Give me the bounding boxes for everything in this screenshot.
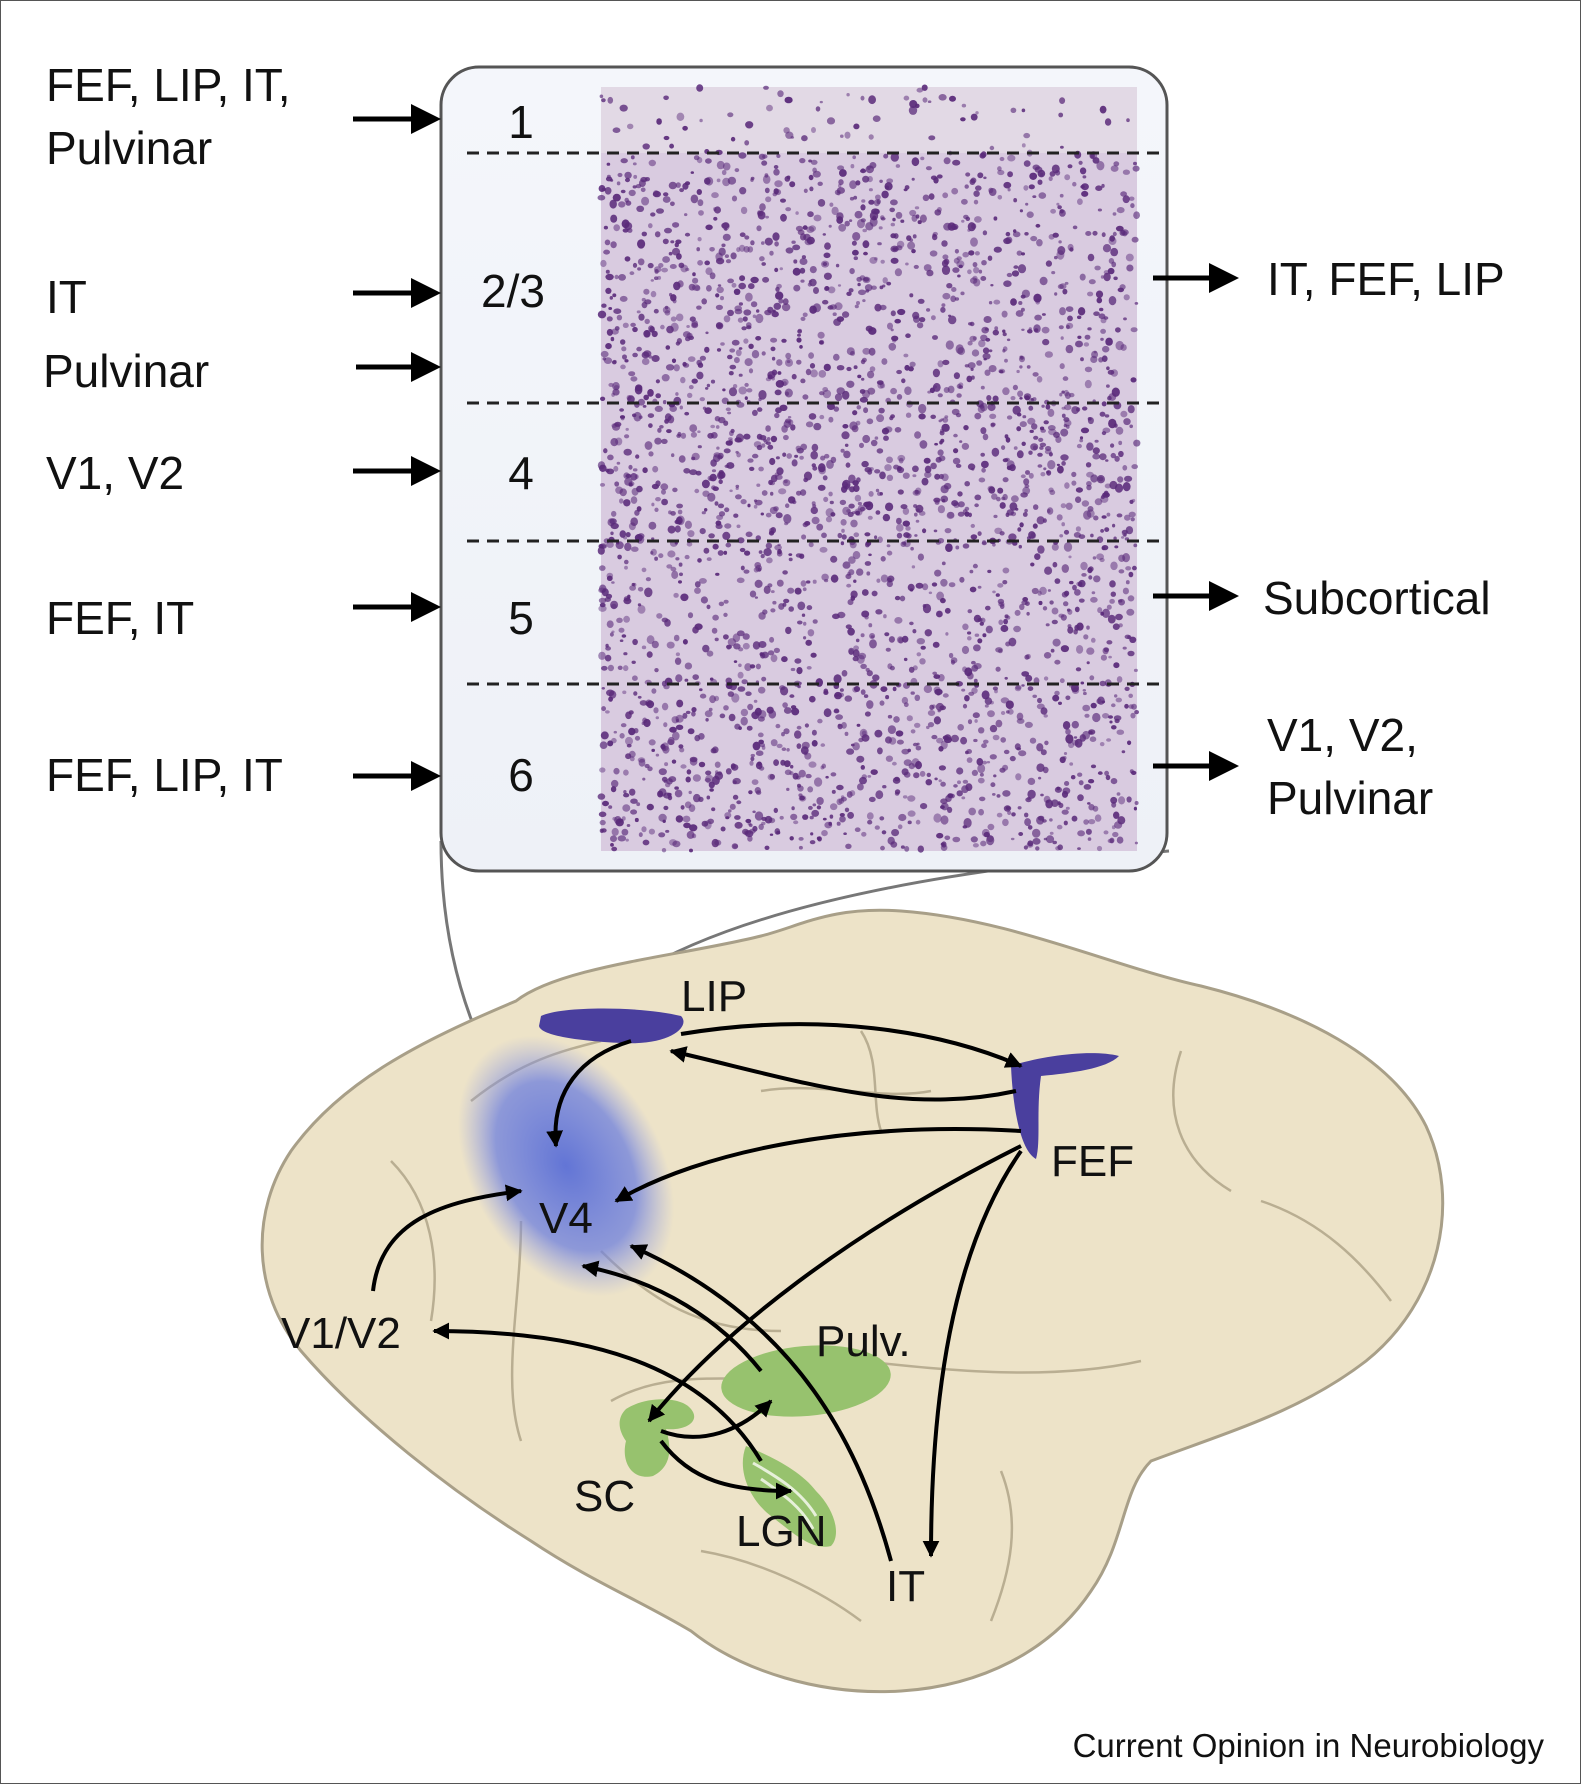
- output-label-layer6-line1: V1, V2,: [1267, 709, 1418, 761]
- output-label-layer23: IT, FEF, LIP: [1267, 253, 1505, 305]
- region-label-sc: SC: [574, 1472, 635, 1521]
- region-label-v1v2: V1/V2: [281, 1309, 401, 1358]
- input-label-layer1-line1: FEF, LIP, IT,: [46, 59, 291, 111]
- layer-number-1: 1: [508, 96, 534, 148]
- region-label-lip: LIP: [681, 972, 747, 1021]
- layer-number-2-3: 2/3: [481, 265, 545, 317]
- arrow-fef-to-v4: [614, 1127, 1022, 1203]
- arrow-sc-to-pulv: [660, 1399, 773, 1439]
- arrow-it-to-v4: [629, 1244, 893, 1562]
- arrow-v1v2-to-v4: [371, 1184, 523, 1292]
- lip-area: [539, 1008, 684, 1044]
- input-label-layer23-it: IT: [46, 271, 87, 323]
- journal-credit: Current Opinion in Neurobiology: [1072, 1727, 1544, 1764]
- input-label-layer5: FEF, IT: [46, 592, 194, 644]
- region-label-pulv: Pulv.: [816, 1317, 911, 1366]
- v4-area: [457, 1035, 675, 1297]
- arrow-lip-to-v4: [546, 1039, 632, 1148]
- output-arrows: [1153, 263, 1239, 781]
- arrow-pulv-to-v4: [581, 1260, 763, 1373]
- layer-numbers: 1 2/3 4 5 6: [481, 96, 545, 801]
- output-labels: IT, FEF, LIP Subcortical V1, V2, Pulvina…: [1263, 253, 1505, 824]
- cortex-section-panel: [439, 65, 1169, 873]
- arrow-sc-to-lgn: [659, 1439, 793, 1500]
- output-label-layer6-line2: Pulvinar: [1267, 772, 1433, 824]
- layer-number-5: 5: [508, 592, 534, 644]
- arrow-lgn-to-v1v2: [432, 1322, 763, 1463]
- layer-boundaries: [467, 151, 1167, 686]
- input-label-layer23-pulvinar: Pulvinar: [43, 345, 209, 397]
- arrow-lip-to-fef: [680, 1022, 1023, 1068]
- input-label-layer1-line2: Pulvinar: [46, 122, 212, 174]
- arrow-fef-to-it: [922, 1149, 1023, 1558]
- region-labels: LIP FEF V4 V1/V2 Pulv. SC LGN IT: [281, 972, 1134, 1611]
- region-label-it: IT: [886, 1562, 925, 1611]
- output-label-layer5: Subcortical: [1263, 572, 1491, 624]
- input-labels: FEF, LIP, IT, Pulvinar IT Pulvinar V1, V…: [43, 59, 291, 801]
- connection-arrows: [371, 1022, 1023, 1562]
- region-label-fef: FEF: [1051, 1137, 1134, 1186]
- layer-number-6: 6: [508, 749, 534, 801]
- region-label-v4: V4: [539, 1194, 593, 1243]
- input-arrows: [353, 104, 441, 791]
- input-label-layer4: V1, V2: [46, 447, 184, 499]
- arrow-fef-to-lip: [669, 1046, 1017, 1102]
- fef-area: [1011, 1053, 1119, 1159]
- sc-area: [619, 1399, 695, 1477]
- region-label-lgn: LGN: [736, 1507, 826, 1556]
- layer-number-4: 4: [508, 447, 534, 499]
- nissl-stain-image: [597, 84, 1141, 853]
- input-label-layer6: FEF, LIP, IT: [46, 749, 283, 801]
